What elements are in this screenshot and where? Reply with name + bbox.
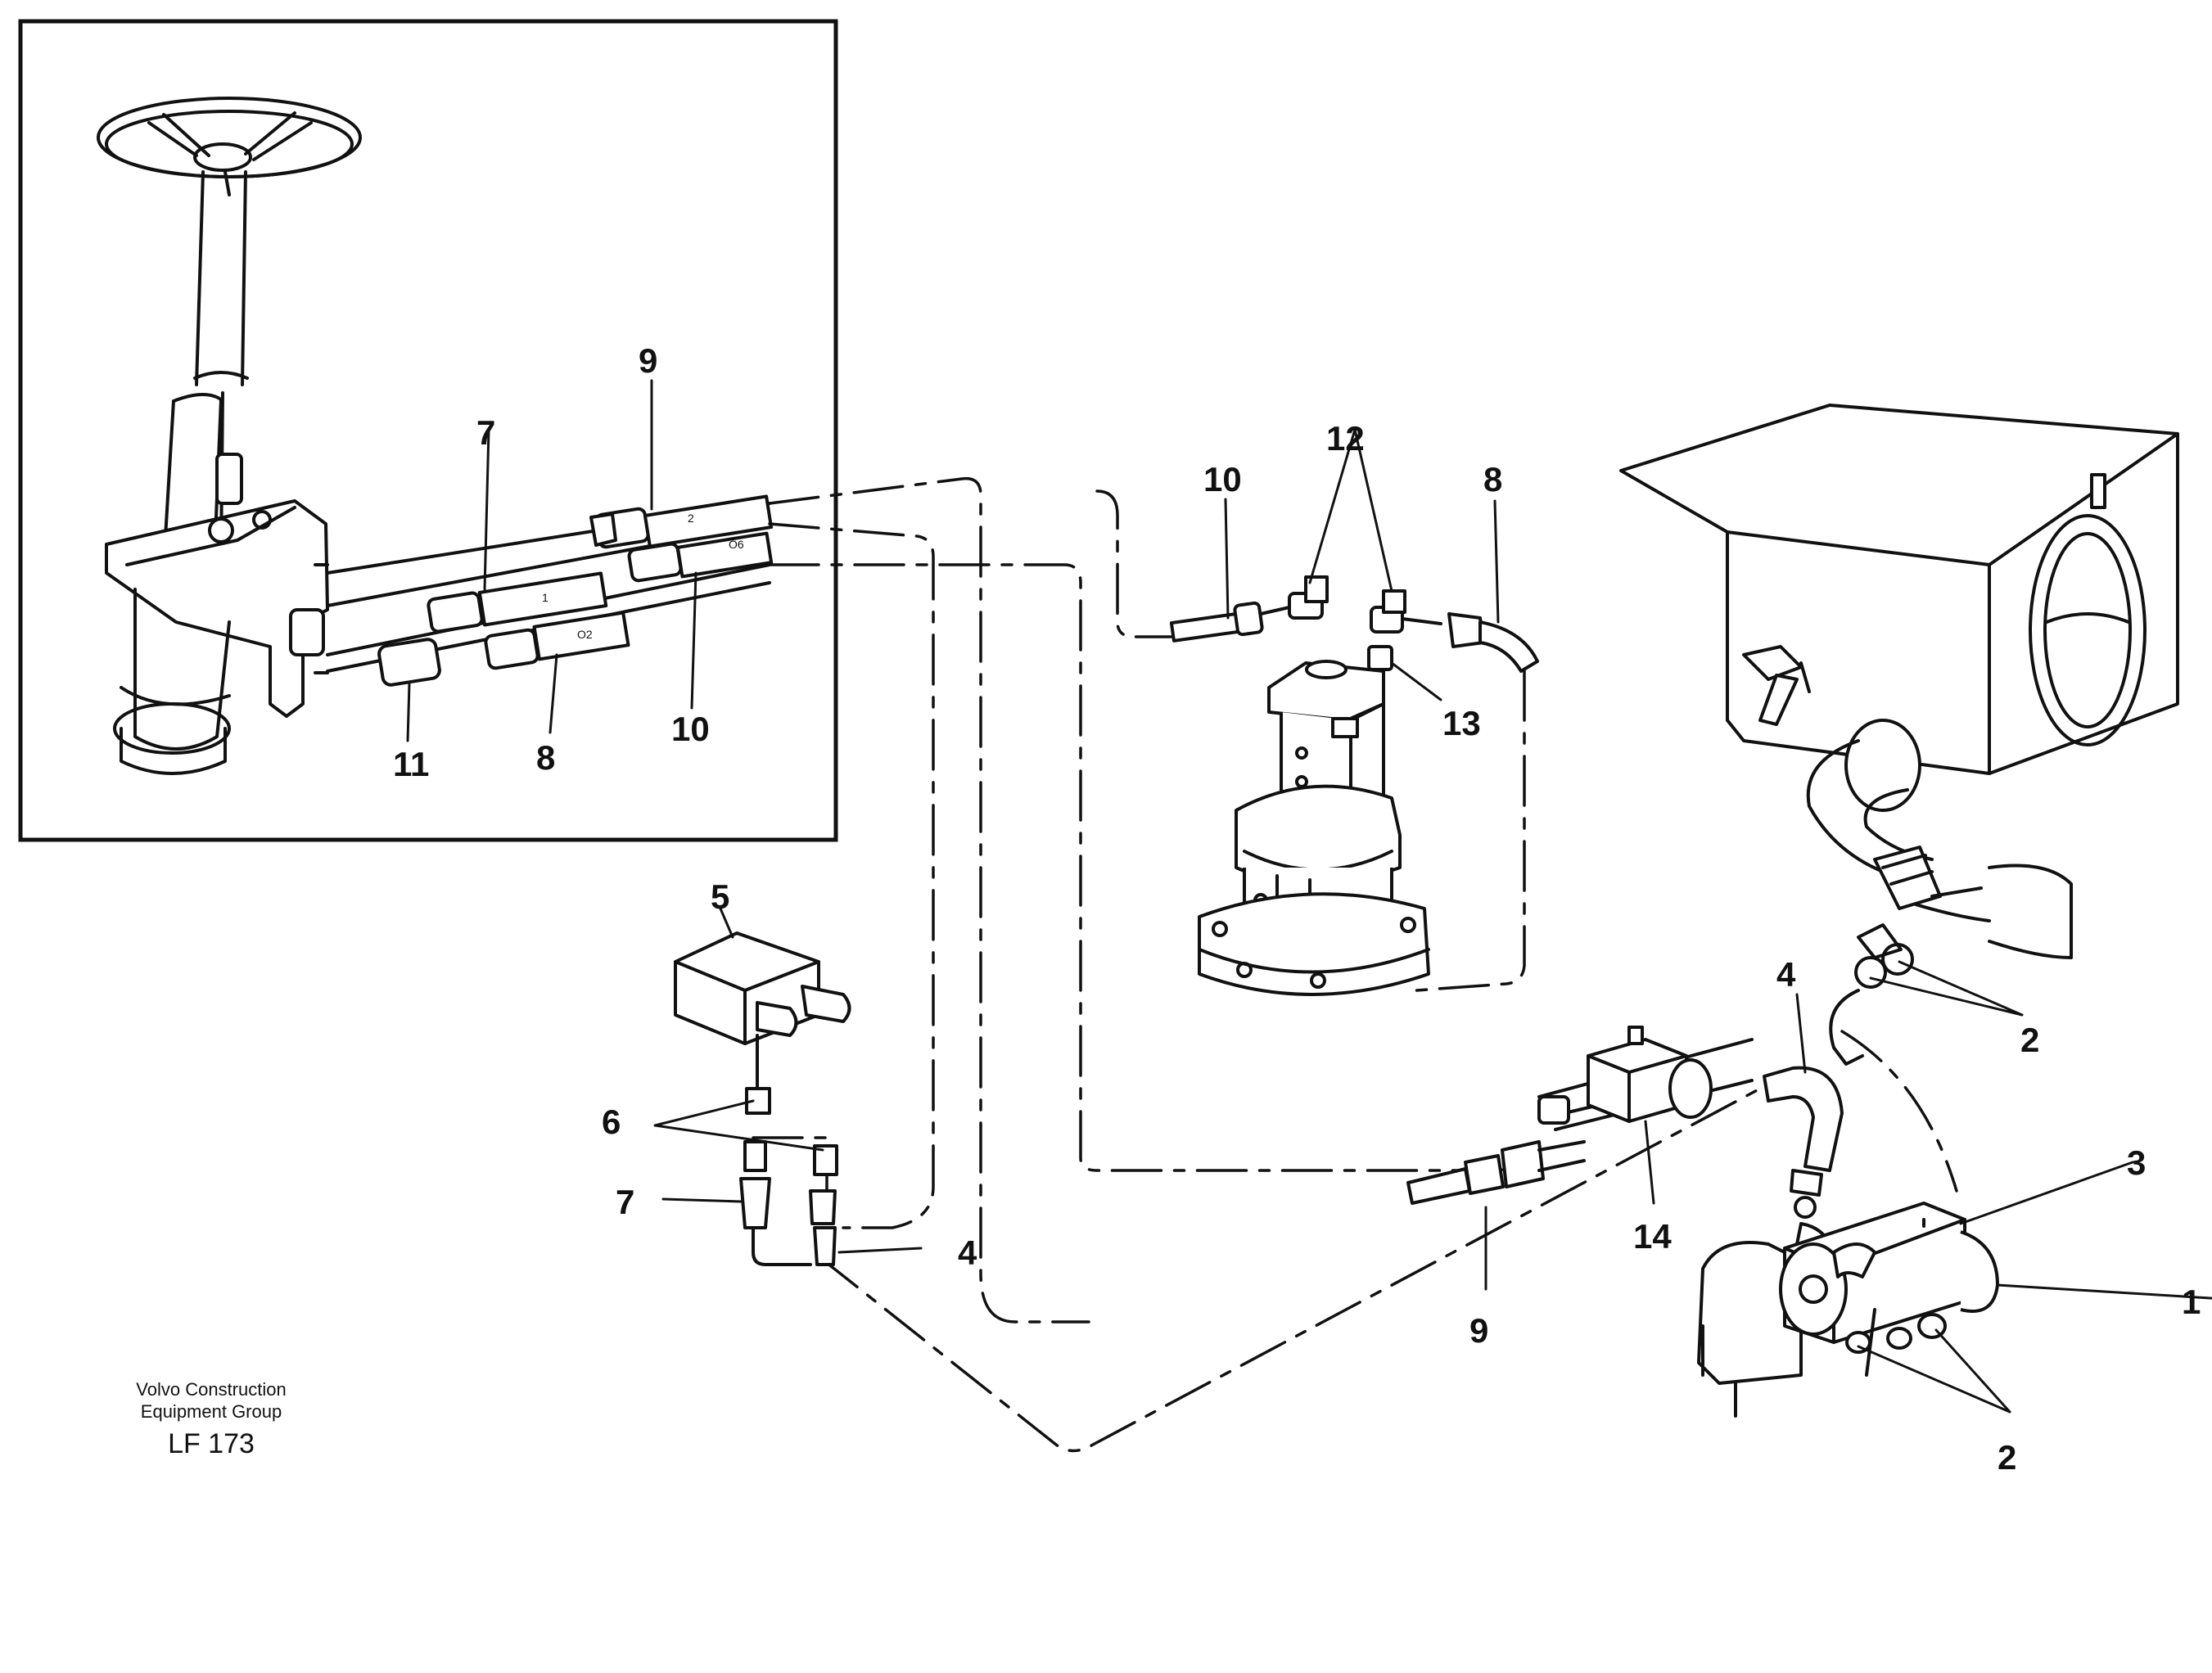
callout-6-fittings: 6 (602, 1103, 621, 1141)
center-fittings (1169, 575, 1539, 673)
hydraulic-pump (1697, 1202, 1999, 1418)
company-line-1: Volvo Construction (136, 1379, 286, 1400)
hose-mark-2: 2 (688, 512, 694, 525)
callout-9-inset: 9 (639, 341, 657, 380)
callout-8-center: 8 (1483, 460, 1502, 498)
hose-routes (752, 476, 1958, 1453)
steering-unit (105, 453, 329, 775)
valve-14 (1406, 1026, 1754, 1205)
callout-13-center: 13 (1442, 704, 1481, 742)
hose-mark-1: 1 (542, 591, 548, 604)
steering-wheel (97, 97, 362, 196)
valve-5 (674, 931, 851, 1266)
steering-column (162, 170, 249, 566)
callout-1-pump: 1 (2182, 1283, 2201, 1321)
callout-10-inset: 10 (671, 710, 710, 748)
inset-hoses: 1 2 O6 O2 (314, 494, 774, 687)
hose-mark-o2: O2 (577, 628, 593, 641)
figure-code: LF 173 (168, 1428, 255, 1459)
callout-8-inset: 8 (536, 738, 555, 777)
steering-valve-block (1198, 660, 1430, 996)
callout-4-hose: 4 (958, 1233, 977, 1272)
callout-2-clamp-top: 2 (2020, 1021, 2039, 1059)
callout-7-hose: 7 (616, 1183, 634, 1221)
callout-12-center: 12 (1326, 419, 1365, 458)
callout-5-valve: 5 (711, 877, 729, 916)
leader-lines (406, 379, 2212, 1414)
hose-mark-o6: O6 (729, 538, 744, 551)
suction-pipe (1806, 719, 2073, 1066)
callout-4-hose-right: 4 (1776, 955, 1796, 994)
callout-9-hose: 9 (1469, 1311, 1488, 1350)
callout-2-clamp-bottom: 2 (1998, 1438, 2016, 1477)
callout-11-inset: 11 (393, 745, 429, 783)
callout-14-valve: 14 (1633, 1217, 1672, 1256)
callout-3-pump: 3 (2127, 1143, 2146, 1182)
hydraulic-tank (1619, 404, 2179, 775)
company-line-2: Equipment Group (141, 1401, 282, 1422)
inset-frame (18, 19, 838, 842)
callout-10-center: 10 (1203, 460, 1242, 498)
callout-7-inset: 7 (476, 413, 495, 452)
